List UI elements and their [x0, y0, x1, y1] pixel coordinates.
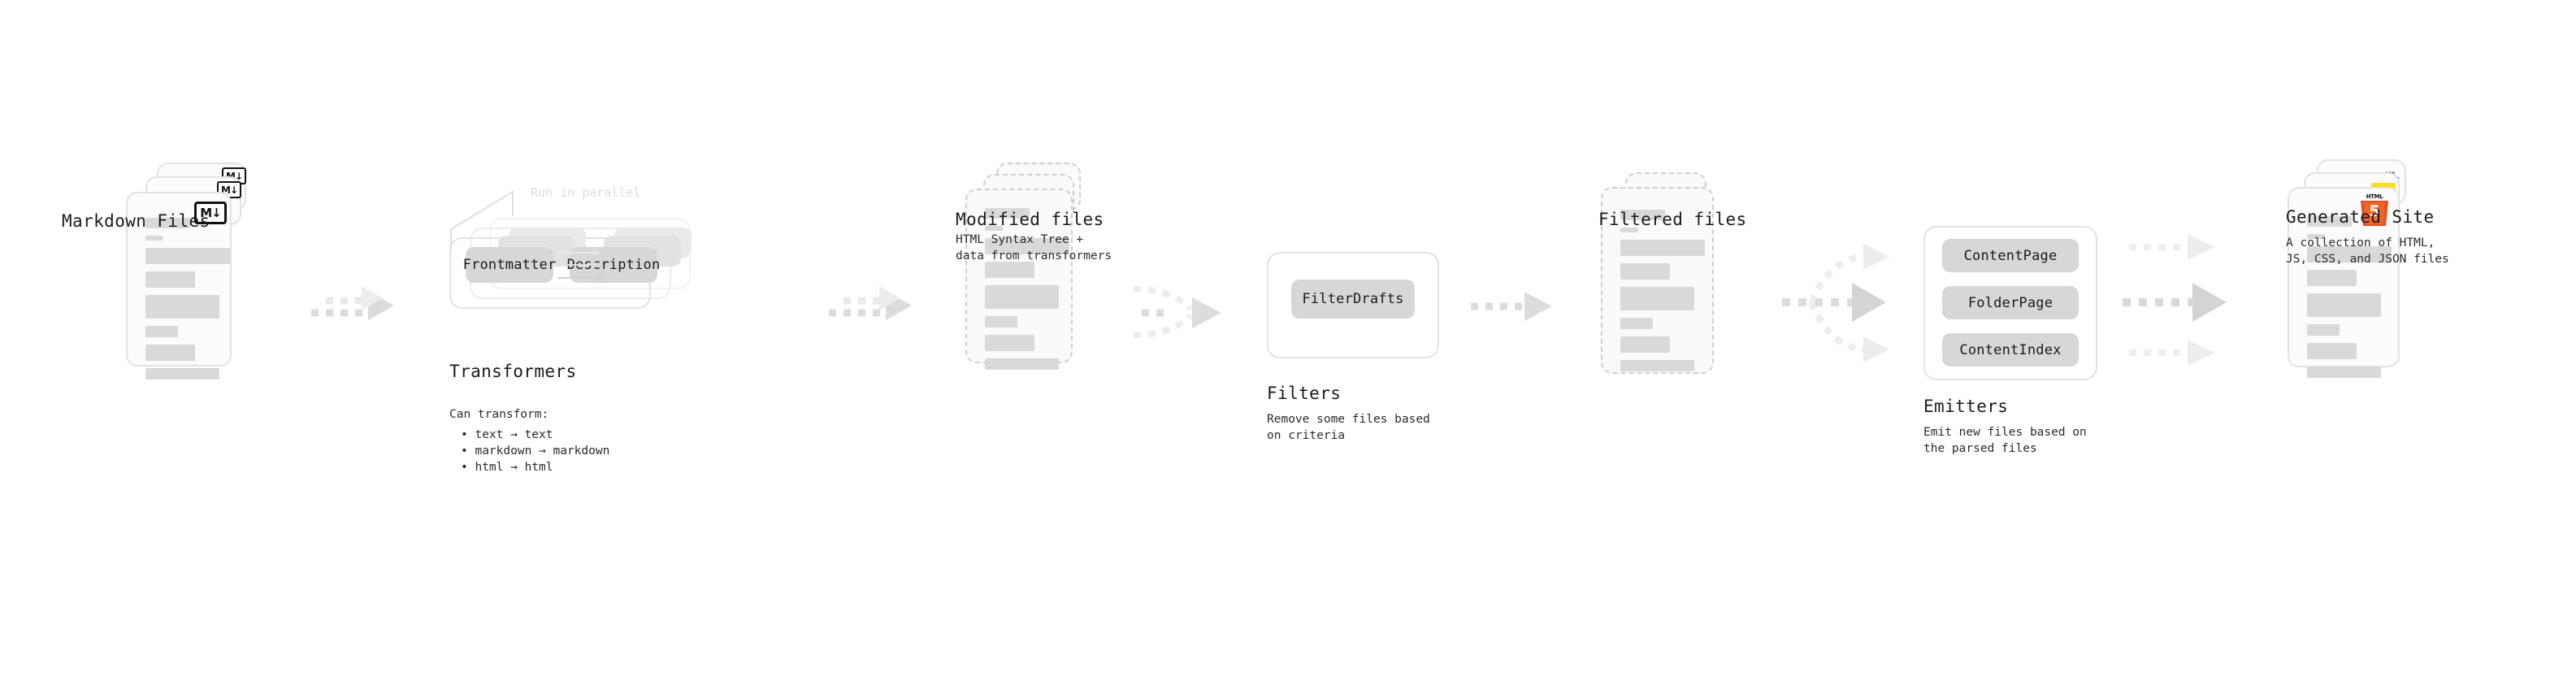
- skeleton-bar: [145, 236, 163, 241]
- stage-title-markdown-files: Markdown Files: [62, 211, 210, 231]
- emitters-box: [1923, 226, 2097, 380]
- site-card-html: HTML 5: [2288, 187, 2400, 378]
- stage-title-filtered-files: Filtered files: [1598, 210, 1747, 229]
- skeleton-bar: [145, 326, 178, 337]
- skeleton-bar: [985, 358, 1059, 370]
- run-in-parallel-bracket: [450, 190, 514, 250]
- markdown-card-skeleton: [128, 193, 230, 380]
- skeleton-bar: [1620, 228, 1638, 232]
- skeleton-bar: [1620, 263, 1670, 280]
- skeleton-bar: [1620, 360, 1694, 371]
- html5-icon: HTML 5: [2361, 193, 2388, 226]
- stage-title-emitters: Emitters: [1923, 397, 2009, 416]
- list-item: • text → text: [461, 428, 553, 441]
- connector-modified-to-filters: [1133, 268, 1239, 341]
- modified-card-front: [965, 189, 1073, 370]
- skeleton-bar: [1620, 336, 1670, 353]
- skeleton-bar: [2307, 343, 2357, 359]
- filterdrafts-pill[interactable]: FilterDrafts: [1291, 280, 1415, 319]
- connector-transformers-to-modified: [829, 283, 918, 323]
- skeleton-bar: [145, 345, 195, 361]
- skeleton-bar: [2307, 367, 2381, 378]
- site-card-skeleton: [2289, 189, 2398, 378]
- skeleton-bar: [985, 262, 1034, 278]
- list-item: • html → html: [461, 461, 553, 474]
- html5-five: 5: [2369, 202, 2380, 220]
- stage-title-transformers: Transformers: [449, 362, 577, 381]
- skeleton-bar: [2307, 293, 2381, 317]
- stage-subtitle-transformers: Can transform:: [449, 408, 549, 421]
- skeleton-bar: [1620, 210, 1665, 220]
- stage-title-filters: Filters: [1267, 384, 1342, 403]
- filters-box: [1267, 252, 1439, 358]
- run-in-parallel-label: Run in parallel: [531, 185, 641, 200]
- skeleton-bar: [145, 218, 190, 228]
- html5-icon-label: HTML: [2366, 193, 2383, 200]
- connector-frontmatter-to-description: [557, 249, 605, 282]
- transformers-bullet-list: • text → text • markdown → markdown • ht…: [461, 427, 609, 475]
- folderpage-pill[interactable]: FolderPage: [1942, 286, 2079, 319]
- connector-filters-to-filtered: [1471, 288, 1560, 324]
- stage-subtitle-filters: Remove some files based on criteria: [1267, 413, 1430, 442]
- skeleton-bar: [145, 248, 230, 264]
- skeleton-bar: [2307, 324, 2340, 336]
- contentindex-pill[interactable]: ContentIndex: [1942, 333, 2079, 367]
- markdown-icon-front: M↓: [194, 202, 227, 224]
- skeleton-bar: [1620, 287, 1694, 310]
- skeleton-bar: [985, 335, 1034, 351]
- connector-md-to-transformers: [311, 283, 401, 323]
- filtered-card-front: [1601, 187, 1714, 374]
- stage-subtitle-generated-site: A collection of HTML, JS, CSS, and JSON …: [2286, 236, 2449, 266]
- skeleton-bar: [2307, 270, 2357, 286]
- skeleton-bar: [985, 226, 1003, 231]
- html5-shield-inner: [2364, 202, 2385, 224]
- stage-title-generated-site: Generated Site: [2286, 207, 2435, 227]
- filtered-card-skeleton: [1602, 189, 1712, 372]
- stage-subtitle-emitters: Emit new files based on the parsed files: [1923, 426, 2087, 455]
- modified-card-skeleton: [967, 190, 1071, 370]
- stage-subtitle-modified-files: HTML Syntax Tree + data from transformer…: [956, 233, 1112, 262]
- markdown-card-front: M↓: [126, 192, 232, 380]
- skeleton-bar: [145, 295, 219, 319]
- skeleton-bar: [145, 368, 219, 380]
- skeleton-bar: [2307, 234, 2325, 239]
- connector-emitters-to-site: [2123, 229, 2236, 375]
- connector-filtered-to-emitters: [1782, 229, 1904, 375]
- skeleton-bar: [985, 208, 1030, 219]
- frontmatter-pill[interactable]: Frontmatter: [463, 247, 556, 283]
- skeleton-bar: [985, 285, 1059, 309]
- generated-site-stack: CSS HTML 5: [2288, 159, 2406, 378]
- skeleton-bar: [1620, 240, 1705, 256]
- skeleton-bar: [1620, 318, 1653, 329]
- skeleton-bar: [2307, 216, 2352, 227]
- skeleton-bar: [985, 316, 1017, 327]
- contentpage-pill[interactable]: ContentPage: [1942, 239, 2079, 272]
- skeleton-bar: [985, 238, 1069, 254]
- skeleton-bar: [145, 271, 195, 288]
- list-item: • markdown → markdown: [461, 445, 610, 458]
- stage-title-modified-files: Modified files: [956, 210, 1104, 229]
- skeleton-bar: [2307, 246, 2392, 262]
